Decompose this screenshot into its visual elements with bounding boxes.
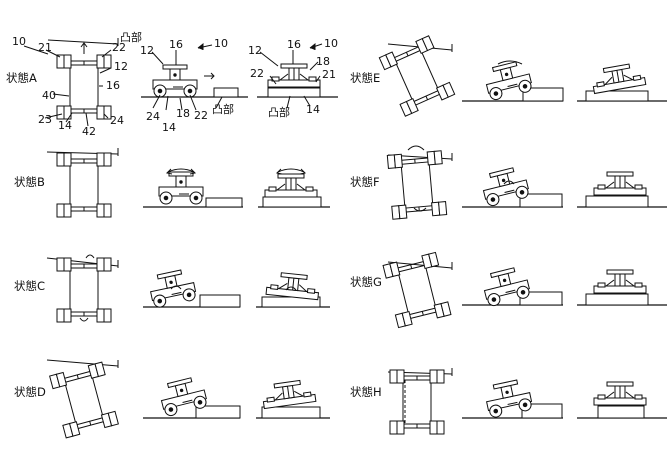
- state-label-e: 状態E: [350, 71, 381, 85]
- state-label-g: 状態G: [350, 275, 382, 289]
- numeral-platform-top: 16: [106, 79, 120, 92]
- numeral-wheel-front-left-front-view: 21: [322, 68, 336, 81]
- numeral-robot-top: 10: [12, 35, 26, 48]
- state-label-c: 状態C: [14, 279, 46, 293]
- state-c-group: [46, 254, 330, 323]
- numeral-link-rear: 42: [82, 125, 96, 138]
- state-label-d: 状態D: [14, 385, 46, 399]
- numeral-robot-front-view: 10: [324, 37, 338, 50]
- numeral-wheel-front-left: 21: [38, 41, 52, 54]
- numeral-robot-side: 10: [214, 37, 228, 50]
- term-bump-side: 凸部: [212, 103, 234, 116]
- state-e-group: [378, 35, 667, 117]
- numeral-chassis-front: 12: [114, 60, 128, 73]
- term-bump-top: 凸部: [120, 31, 142, 44]
- state-d-group: [46, 359, 330, 439]
- numeral-link-front: 40: [42, 89, 56, 102]
- numeral-wheel-front-right-front-view: 22: [250, 67, 264, 80]
- term-bump-front-view: 凸部: [268, 106, 290, 119]
- state-label-f: 状態F: [350, 175, 380, 189]
- numeral-platform-side: 16: [169, 38, 183, 51]
- numeral-wheel-rear-left: 23: [38, 113, 52, 126]
- numeral-body-top: 14: [58, 119, 72, 132]
- numeral-wheel-front-right: 22: [112, 41, 126, 54]
- state-h-group: [387, 368, 667, 435]
- numeral-wheel-rear-right-side: 24: [146, 110, 160, 123]
- state-f-group: [386, 145, 667, 220]
- state-a-group: [23, 38, 338, 127]
- numeral-chassis-front-view: 12: [248, 44, 262, 57]
- numeral-arm-side: 18: [176, 107, 190, 120]
- state-g-group: [382, 251, 667, 329]
- state-b-group: [46, 148, 330, 218]
- state-label-b: 状態B: [14, 175, 45, 189]
- numeral-wheel-rear-right: 24: [110, 114, 124, 127]
- state-label-a: 状態A: [6, 71, 37, 85]
- numeral-body-side: 14: [162, 121, 176, 134]
- numeral-platform-front-view: 16: [287, 38, 301, 51]
- numeral-body-front-view: 14: [306, 103, 320, 116]
- numeral-arm-front-view: 18: [316, 55, 330, 68]
- numeral-chassis-side: 12: [140, 44, 154, 57]
- numeral-wheel-front-right-side: 22: [194, 109, 208, 122]
- state-label-h: 状態H: [350, 385, 382, 399]
